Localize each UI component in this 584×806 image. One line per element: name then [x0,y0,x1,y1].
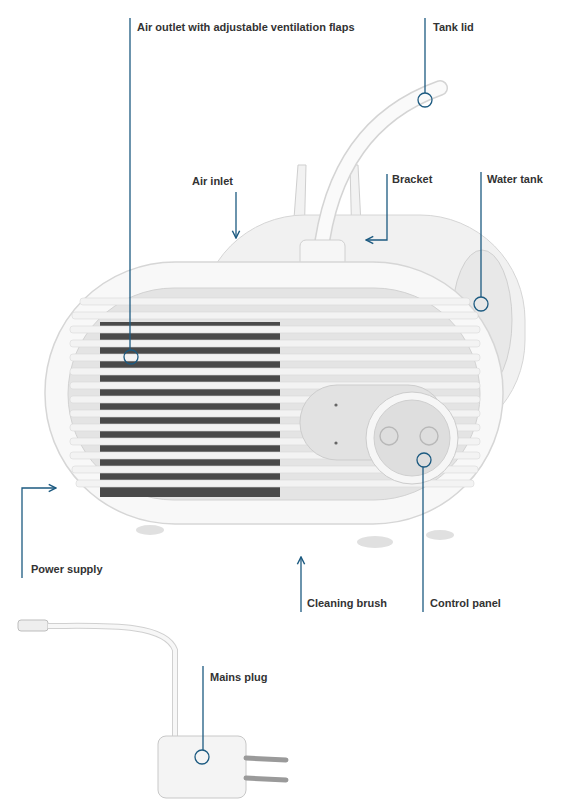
part-label: Cleaning brush [307,597,387,610]
part-label: Power supply [31,563,103,576]
part-label: Air inlet [192,175,233,188]
part-label: Bracket [392,173,432,186]
leader-lines [22,18,488,764]
part-label: Tank lid [433,21,474,34]
part-label: Water tank [487,173,543,186]
part-label: Mains plug [210,671,267,684]
part-label: Air outlet with adjustable ventilation f… [137,21,355,34]
part-label: Control panel [430,597,501,610]
